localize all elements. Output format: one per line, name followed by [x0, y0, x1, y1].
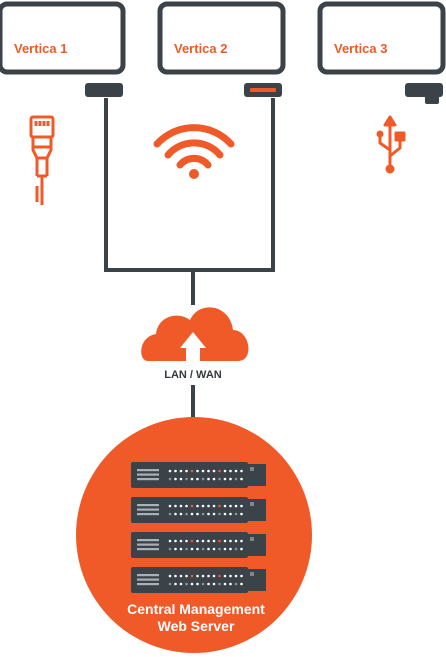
monitor-stand-light	[250, 88, 276, 92]
cloud-upload-icon: LAN / WAN	[141, 307, 249, 381]
monitor-vertica-2: Vertica 2	[157, 1, 286, 97]
monitor-stand	[85, 83, 123, 97]
ethernet-icon	[29, 115, 55, 205]
server-label-line2: Web Server	[158, 618, 235, 634]
monitor-vertica-3: Vertica 3	[317, 1, 446, 104]
monitor-label: Vertica 2	[174, 41, 228, 56]
usb-icon	[376, 115, 406, 174]
server-unit	[131, 462, 266, 488]
server-node: Central Management Web Server	[76, 417, 312, 653]
server-unit	[131, 497, 266, 523]
monitor-label: Vertica 1	[14, 41, 68, 56]
network-label: LAN / WAN	[164, 369, 221, 381]
server-label-line1: Central Management	[127, 601, 265, 617]
cloud-shape	[141, 307, 249, 361]
monitor-screen	[317, 1, 446, 75]
monitor-screen	[157, 1, 286, 75]
monitor-label: Vertica 3	[334, 41, 388, 56]
monitor-stand-foot	[425, 95, 439, 104]
server-rack-icon	[131, 462, 266, 593]
server-unit	[131, 532, 266, 558]
wifi-icon	[153, 124, 235, 179]
monitor-screen	[0, 1, 126, 75]
connection-lines	[104, 98, 275, 424]
upload-arrow	[180, 332, 206, 361]
monitor-stand	[405, 83, 443, 97]
monitor-vertica-1: Vertica 1	[0, 1, 126, 97]
server-unit	[131, 567, 266, 593]
